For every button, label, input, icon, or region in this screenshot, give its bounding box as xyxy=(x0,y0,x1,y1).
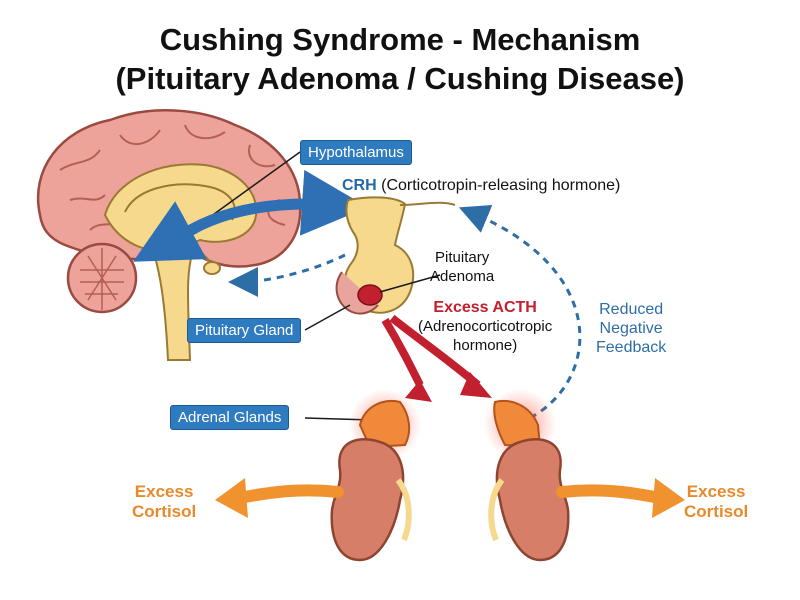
cortisol-left-label: Excess Cortisol xyxy=(132,482,196,522)
adenoma-line2: Adenoma xyxy=(430,268,495,285)
feedback-arrow-pituitary xyxy=(458,205,582,420)
cortisol-left-line1: Excess xyxy=(134,482,194,501)
right-kidney xyxy=(484,389,570,562)
crh-full: (Corticotropin-releasing hormone) xyxy=(381,177,621,194)
left-kidney xyxy=(330,389,421,562)
feedback-label: Reduced Negative Feedback xyxy=(596,300,666,357)
page-subtitle: (Pituitary Adenoma / Cushing Disease) xyxy=(115,61,685,96)
adrenal-glands-label: Adrenal Glands xyxy=(170,405,290,430)
crh-abbr: CRH xyxy=(342,177,377,194)
cortisol-right-line2: Cortisol xyxy=(684,502,749,521)
feedback-arrow-brain xyxy=(228,253,346,297)
cortisol-right-line1: Excess xyxy=(686,482,746,501)
feedback-line3: Feedback xyxy=(596,339,667,356)
acth-main: Excess ACTH xyxy=(433,299,537,316)
crh-label: CRH (Corticotropin-releasing hormone) xyxy=(342,177,620,195)
pituitary-gland-label: Pituitary Gland xyxy=(187,318,302,343)
feedback-line2: Negative xyxy=(599,320,663,337)
adenoma-line1: Pituitary xyxy=(435,249,490,266)
cortisol-right-label: Excess Cortisol xyxy=(684,482,748,522)
acth-label: Excess ACTH (Adrenocorticotropic hormone… xyxy=(418,298,552,355)
adenoma-mass xyxy=(357,284,383,306)
acth-line2: hormone) xyxy=(453,337,518,354)
page-title: Cushing Syndrome - Mechanism xyxy=(159,22,641,57)
feedback-line1: Reduced xyxy=(599,301,664,318)
pituitary-zoom xyxy=(335,196,456,315)
hypothalamus-label: Hypothalamus xyxy=(300,140,412,165)
acth-line1: (Adrenocorticotropic xyxy=(418,318,553,335)
cortisol-left-line2: Cortisol xyxy=(132,502,197,521)
adenoma-label: Pituitary Adenoma xyxy=(430,248,494,286)
